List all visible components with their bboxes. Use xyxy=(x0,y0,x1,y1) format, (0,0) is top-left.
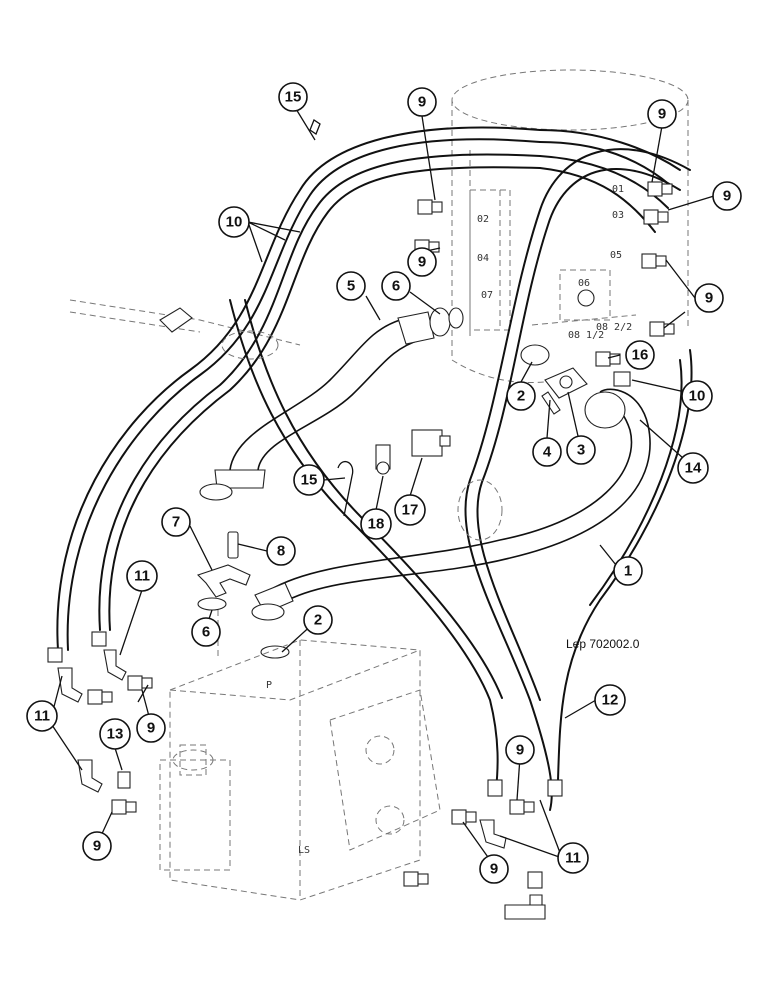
port-mark-06: 06 xyxy=(578,278,590,289)
callout-10-right: 10 xyxy=(681,380,713,412)
callout-6-top: 6 xyxy=(381,271,411,301)
clamp-assembly xyxy=(196,531,290,660)
svg-text:9: 9 xyxy=(516,742,524,759)
flange-assembly xyxy=(520,344,588,415)
svg-text:10: 10 xyxy=(226,214,243,231)
callout-7: 7 xyxy=(161,507,191,537)
svg-text:9: 9 xyxy=(93,838,101,855)
port-mark-08-1-2: 08 1/2 xyxy=(568,330,604,341)
svg-text:6: 6 xyxy=(392,278,400,295)
callout-16: 16 xyxy=(625,340,655,370)
callout-5: 5 xyxy=(336,271,366,301)
port-mark-03: 03 xyxy=(612,210,624,221)
callout-13: 13 xyxy=(99,718,131,750)
svg-text:17: 17 xyxy=(402,502,419,519)
svg-text:9: 9 xyxy=(418,254,426,271)
port-mark-04: 04 xyxy=(477,253,489,264)
hose-bundle xyxy=(56,126,693,811)
svg-text:16: 16 xyxy=(632,347,649,364)
svg-text:7: 7 xyxy=(172,514,180,531)
callout-11-bottom: 11 xyxy=(557,842,589,874)
svg-text:15: 15 xyxy=(285,89,302,106)
port-mark-07: 07 xyxy=(481,290,493,301)
callout-9-left-mid: 9 xyxy=(136,713,166,743)
callout-10-left: 10 xyxy=(218,206,250,238)
callout-9-top-right: 9 xyxy=(647,99,677,129)
svg-text:11: 11 xyxy=(34,708,50,725)
callout-12: 12 xyxy=(594,684,626,716)
svg-text:9: 9 xyxy=(490,861,498,878)
callout-17: 17 xyxy=(394,494,426,526)
callout-9-mid: 9 xyxy=(407,247,437,277)
callout-14: 14 xyxy=(677,452,709,484)
callout-2-top: 2 xyxy=(506,381,536,411)
svg-text:9: 9 xyxy=(658,106,666,123)
svg-text:9: 9 xyxy=(723,188,731,205)
control-valve-block: P LS xyxy=(159,639,441,901)
fittings xyxy=(47,181,675,920)
svg-text:9: 9 xyxy=(705,290,713,307)
frame-tube xyxy=(69,299,301,346)
callouts: 15 9 9 9 10 9 5 6 9 16 2 10 4 3 14 15 18… xyxy=(26,82,742,884)
svg-text:6: 6 xyxy=(202,624,210,641)
leader-lines xyxy=(49,103,715,861)
svg-text:13: 13 xyxy=(107,726,124,743)
svg-text:10: 10 xyxy=(689,388,706,405)
callout-9-top-left: 9 xyxy=(407,87,437,117)
svg-text:2: 2 xyxy=(517,388,525,405)
svg-text:9: 9 xyxy=(418,94,426,111)
suction-hose-5 xyxy=(199,307,464,501)
valve-mark-p: P xyxy=(266,680,272,691)
svg-text:11: 11 xyxy=(565,850,581,867)
svg-text:5: 5 xyxy=(347,278,355,295)
reference-code: Lep 702002.0 xyxy=(566,637,640,651)
callout-9-bottom-left: 9 xyxy=(82,831,112,861)
callout-8: 8 xyxy=(266,536,296,566)
port-mark-01: 01 xyxy=(612,184,624,195)
port-mark-08-2-2: 08 2/2 xyxy=(596,322,632,333)
callout-2-lower: 2 xyxy=(303,605,333,635)
hydraulic-tank: 02 04 07 01 03 05 06 08 1/2 08 2/2 xyxy=(451,69,689,383)
small-parts xyxy=(309,119,451,517)
callout-15-mid: 15 xyxy=(293,464,325,496)
callout-9-valve-top: 9 xyxy=(505,735,535,765)
callout-9-right-b: 9 xyxy=(694,283,724,313)
callout-9-right-a: 9 xyxy=(712,181,742,211)
callout-11-upper: 11 xyxy=(126,560,158,592)
svg-text:1: 1 xyxy=(624,563,632,580)
svg-text:14: 14 xyxy=(685,460,702,477)
svg-text:15: 15 xyxy=(301,472,318,489)
callout-1: 1 xyxy=(613,556,643,586)
callout-15-top: 15 xyxy=(278,82,308,112)
svg-text:8: 8 xyxy=(277,543,285,560)
callout-9-bottom: 9 xyxy=(479,854,509,884)
svg-text:4: 4 xyxy=(543,444,552,461)
callout-6-lower: 6 xyxy=(191,617,221,647)
svg-text:18: 18 xyxy=(368,516,385,533)
svg-text:3: 3 xyxy=(577,442,585,459)
svg-text:9: 9 xyxy=(147,720,155,737)
svg-text:12: 12 xyxy=(602,692,619,709)
port-mark-02: 02 xyxy=(477,214,489,225)
callout-11-left: 11 xyxy=(26,700,58,732)
svg-text:2: 2 xyxy=(314,612,322,629)
return-hose-1 xyxy=(251,388,651,621)
callout-4: 4 xyxy=(532,437,562,467)
svg-text:11: 11 xyxy=(134,568,150,585)
port-mark-05: 05 xyxy=(610,250,622,261)
callout-18: 18 xyxy=(360,508,392,540)
callout-3: 3 xyxy=(566,435,596,465)
valve-mark-ls: LS xyxy=(298,845,310,856)
